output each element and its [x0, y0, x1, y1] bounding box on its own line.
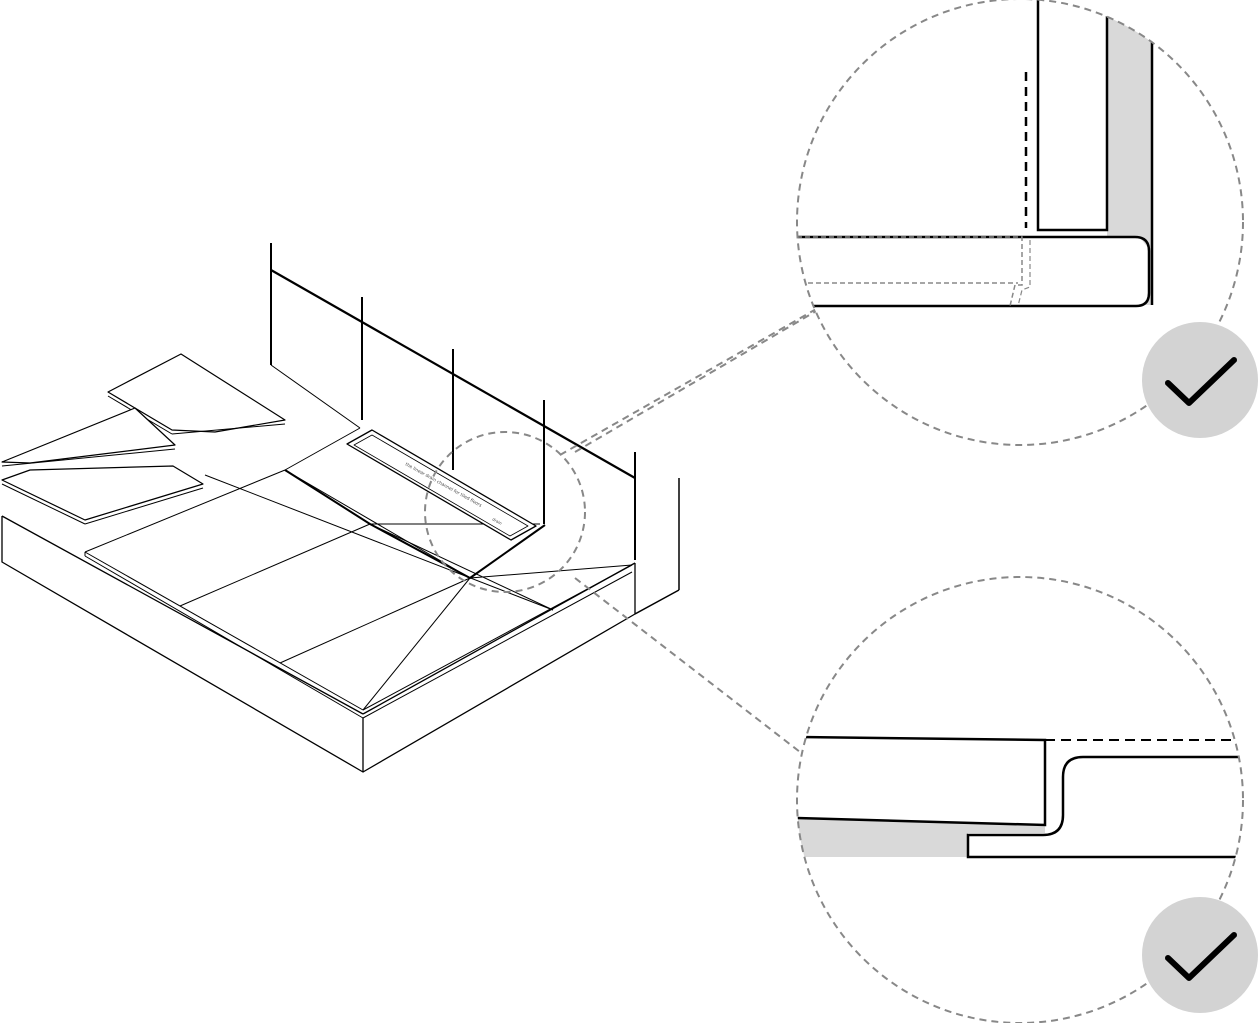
loose-tile-3	[1, 465, 204, 521]
tile-layer-edge-left-b	[84, 555, 364, 719]
connector-lines	[559, 307, 819, 753]
slab-outline-left	[1, 516, 364, 773]
checkmark-icon	[1165, 932, 1237, 981]
detail-top-wall-shading	[1107, 0, 1152, 305]
detail-top-channel-profile	[797, 235, 1151, 308]
magnifier-small-circle	[424, 431, 586, 593]
loose-tile-2	[1, 407, 176, 464]
slab-top	[2, 365, 635, 714]
wall-base-line	[270, 364, 361, 429]
tile-layer-edge-left-a	[84, 551, 364, 711]
drain-channel	[346, 429, 537, 541]
detail-top-dashed-tile	[797, 236, 1023, 307]
checkmark-icon	[1165, 357, 1237, 406]
loose-tile-1-edge-b	[171, 423, 286, 435]
slope-line-back	[284, 469, 546, 579]
tile-layer-edge-right-b	[362, 571, 633, 719]
detail-bottom-check-badge	[1142, 897, 1258, 1013]
detail-bottom-mortar-shading	[797, 818, 1045, 857]
slab-top-edge-left	[1, 515, 364, 715]
loose-tile-3-edge-b	[1, 483, 86, 525]
detail-top-wall-board	[1036, 0, 1109, 232]
detail-bottom-tile	[797, 735, 1047, 827]
isometric-floor: the linear drain channel for tiled floor…	[1, 243, 680, 773]
detail-top-dashed-tile-c	[1017, 240, 1031, 307]
connector-top-b	[574, 309, 819, 453]
connector-bottom	[574, 577, 801, 753]
detail-top-circle	[796, 0, 1244, 446]
drain-channel-inner	[353, 434, 529, 537]
connector-top-a	[559, 307, 819, 456]
loose-tile-3-edge	[84, 487, 204, 525]
tile-layer-edge-right-a	[362, 564, 633, 711]
loose-tile-2-edge	[1, 448, 176, 467]
tile-grid	[84, 427, 633, 711]
detail-bottom-channel-profile	[966, 755, 1243, 859]
drain-channel-small-text: drain	[492, 517, 504, 527]
detail-top-check-badge	[1142, 322, 1258, 438]
detail-bottom-circle	[796, 576, 1244, 1023]
wall-side-base	[634, 589, 680, 615]
loose-tile-1	[107, 353, 286, 433]
